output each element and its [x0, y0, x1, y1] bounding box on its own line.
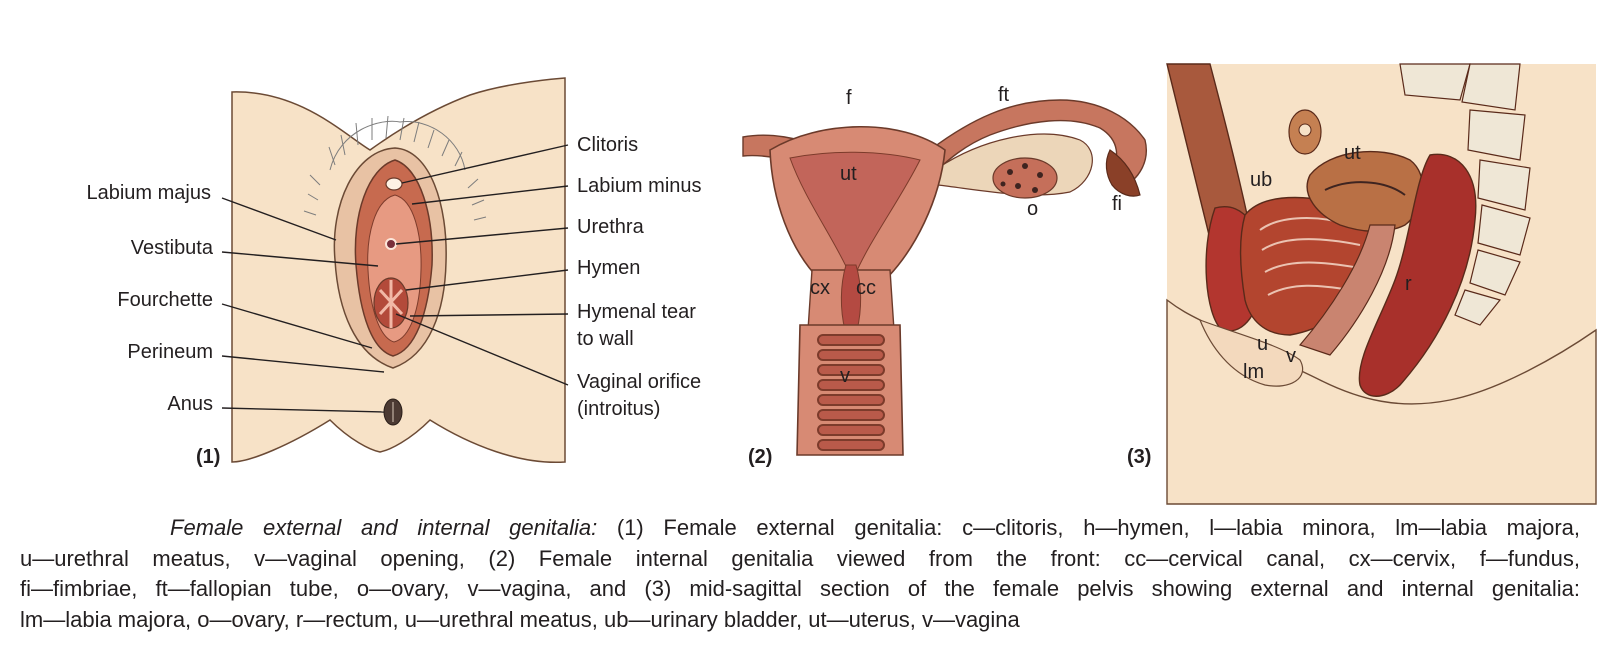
- vagina-sagittal-shape: [1298, 224, 1396, 356]
- label-cx: cx: [810, 277, 830, 299]
- panel-tag-1: (1): [196, 446, 220, 468]
- leader-labium-minus: [411, 185, 569, 205]
- label-introitus: (introitus): [577, 398, 660, 420]
- figure-caption: Female external and internal genitalia: …: [20, 513, 1580, 635]
- leader-urethra: [395, 227, 569, 245]
- caption-line-3: fi—fimbriae, ft—fallopian tube, o—ovary,…: [20, 576, 1580, 601]
- label-fourchette: Fourchette: [117, 289, 213, 311]
- label-lm: lm: [1243, 361, 1264, 383]
- leader-clitoris: [401, 144, 569, 184]
- label-ut: ut: [840, 163, 857, 185]
- label-ub: ub: [1250, 169, 1272, 191]
- caption-title: Female external and internal genitalia:: [170, 515, 598, 540]
- anatomy-figure: Labium majus Vestibuta Fourchette Perine…: [86, 63, 1597, 505]
- label-r: r: [1405, 273, 1412, 295]
- label-cc: cc: [856, 277, 876, 299]
- leader-anus: [221, 407, 385, 413]
- caption-line-2: u—urethral meatus, v—vaginal opening, (2…: [20, 545, 1580, 571]
- clitoris-shape: [385, 177, 403, 191]
- ovary-shape: [992, 157, 1058, 199]
- labium-majus-sagittal: [1198, 318, 1304, 387]
- label-labium-minus: Labium minus: [577, 175, 702, 197]
- rectum-shape: [1358, 153, 1477, 397]
- vaginal-rugae: [817, 334, 885, 451]
- fimbriae-shape: [1105, 149, 1141, 197]
- label-f: f: [846, 87, 852, 109]
- label-ut-panel3: ut: [1344, 142, 1361, 164]
- label-v-panel3: v: [1286, 345, 1296, 367]
- pubic-hair: [303, 115, 487, 221]
- leader-fourchette: [221, 303, 373, 349]
- sacrum-shape: [1399, 63, 1531, 326]
- label-v-panel2: v: [840, 365, 850, 387]
- label-labium-majus: Labium majus: [86, 182, 211, 204]
- label-anus: Anus: [167, 393, 213, 415]
- caption-line-1: Female external and internal genitalia: …: [20, 513, 1580, 544]
- label-to-wall: to wall: [577, 328, 634, 350]
- hymenal-tear-shape: [378, 280, 404, 328]
- leader-labium-majus: [221, 197, 337, 241]
- panel-3-mid-sagittal-section: ub ut r u v lm (3): [1127, 63, 1597, 505]
- label-perineum: Perineum: [127, 341, 213, 363]
- panel-1-external-genitalia: Labium majus Vestibuta Fourchette Perine…: [86, 77, 702, 468]
- label-clitoris: Clitoris: [577, 134, 638, 156]
- label-vaginal-orifice: Vaginal orifice: [577, 371, 701, 393]
- label-u: u: [1257, 333, 1268, 355]
- label-hymenal-tear: Hymenal tear: [577, 301, 696, 323]
- leader-hymen: [405, 269, 569, 291]
- caption-line-4: lm—labia majora, o—ovary, r—rectum, u—ur…: [20, 606, 1020, 632]
- label-urethra: Urethra: [577, 216, 645, 238]
- label-o: o: [1027, 198, 1038, 220]
- leader-vestibuta: [221, 251, 379, 267]
- leader-vaginal-orifice: [395, 313, 569, 386]
- panel-tag-3: (3): [1127, 446, 1151, 468]
- label-fi: fi: [1112, 193, 1122, 215]
- panel-2-internal-genitalia-front: f ft ut o fi cx cc v (2): [742, 84, 1147, 468]
- urethra-shape: [385, 238, 397, 250]
- label-vestibuta: Vestibuta: [131, 237, 214, 259]
- label-hymen: Hymen: [577, 257, 640, 279]
- leader-perineum: [221, 355, 385, 373]
- uterine-cavity-shape: [789, 151, 921, 276]
- panel-tag-2: (2): [748, 446, 772, 468]
- uterus-sagittal-shape: [1306, 150, 1424, 233]
- caption-line-1-text: (1) Female external genitalia: c—clitori…: [597, 515, 1580, 540]
- leader-hymenal-tear: [409, 313, 569, 317]
- label-ft: ft: [998, 84, 1010, 106]
